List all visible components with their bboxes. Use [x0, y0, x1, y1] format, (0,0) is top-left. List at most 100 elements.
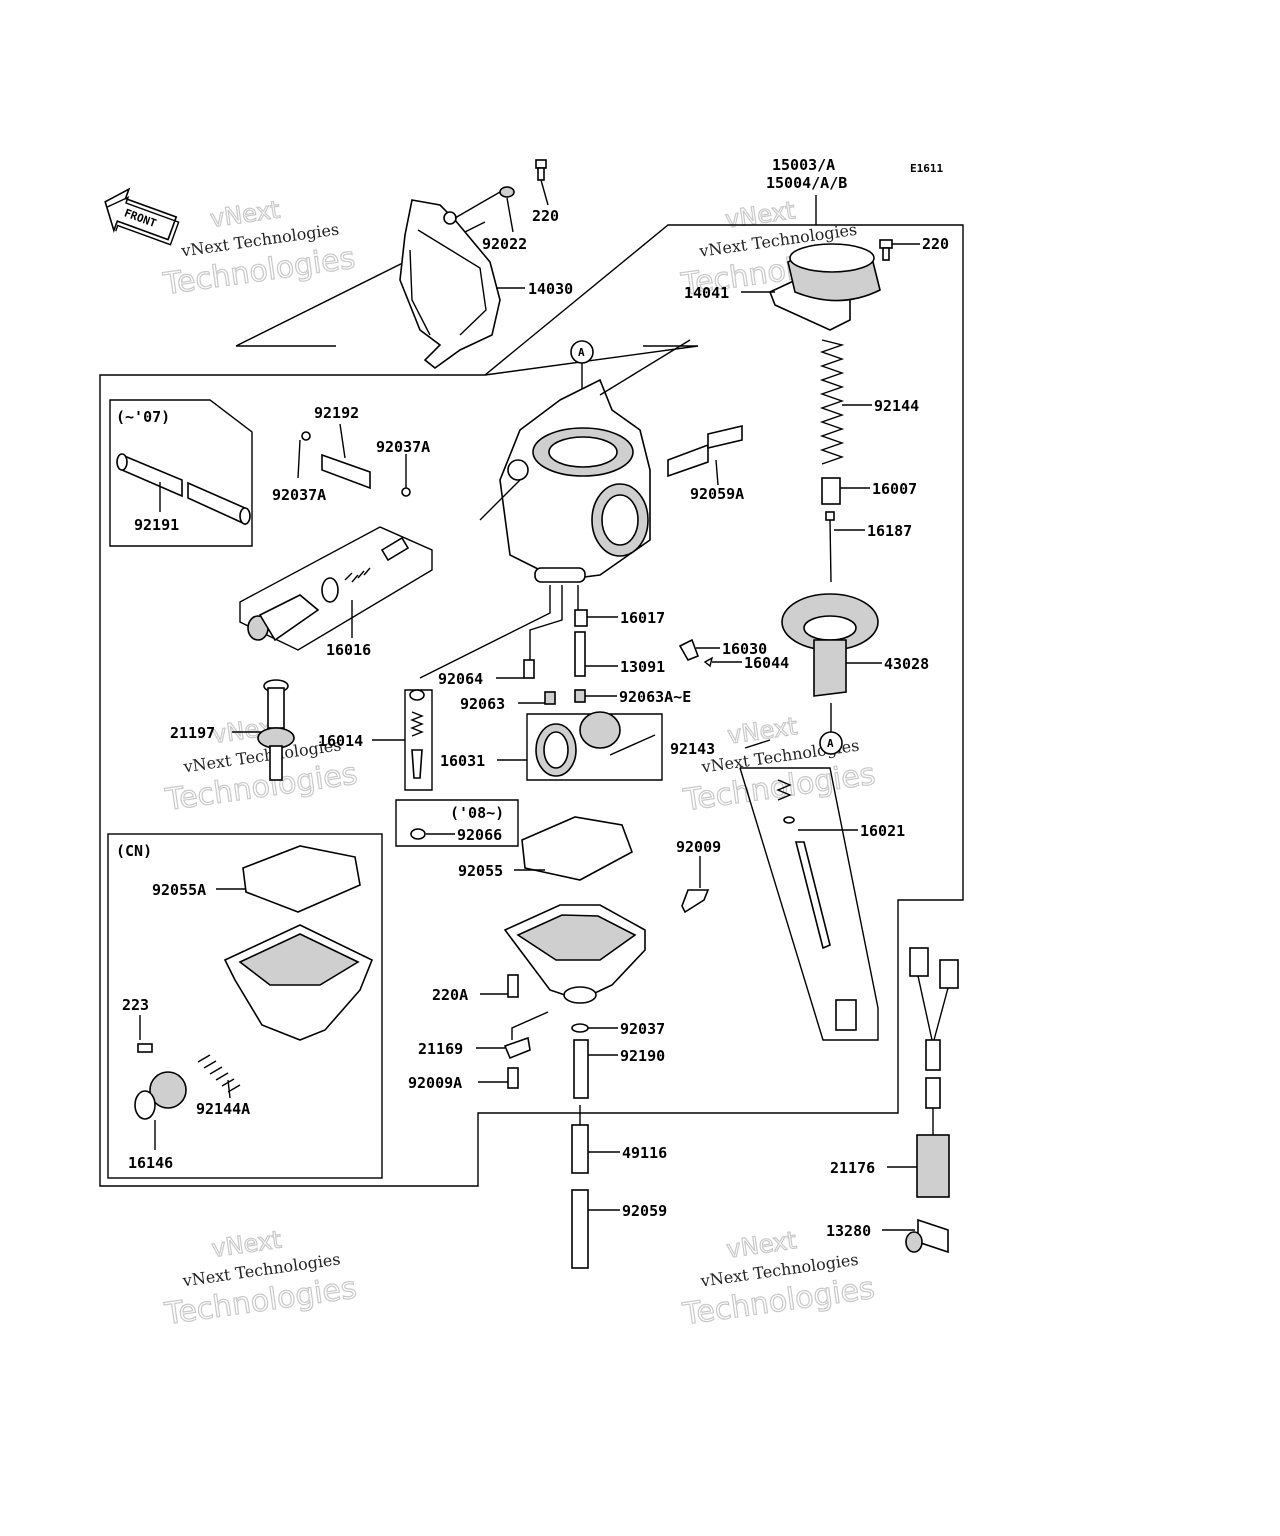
front-arrow-icon: FRONT: [104, 187, 180, 246]
clip-92037a-right: [401, 487, 411, 497]
watermark-mid-right: vNext vNext Technologies Technologies: [680, 712, 878, 819]
leader-92063: [529, 585, 563, 660]
clip-16044: [703, 656, 714, 668]
leader: [511, 1011, 549, 1040]
label-92009a: 92009A: [408, 1074, 462, 1092]
group-16031: [526, 711, 663, 781]
label-92055: 92055: [458, 862, 503, 880]
cap-14041: [768, 243, 881, 331]
box-early-years: (~'07): [109, 399, 253, 547]
bolt-220-top: [535, 159, 547, 181]
assembly-label-15004: 15004/A/B: [766, 174, 847, 192]
watermark-top-left: vNext vNext Technologies Technologies: [160, 195, 358, 303]
watermark-line1: vNext: [726, 712, 799, 749]
label-92192: 92192: [314, 404, 359, 422]
holder-16007: [821, 477, 841, 505]
tube-92059: [571, 1189, 589, 1269]
float-valve-16030: [678, 638, 700, 662]
plunger-16146: [149, 1071, 187, 1109]
float-bowl: [503, 904, 646, 1004]
screw-92009a: [507, 1067, 519, 1089]
needle-jet-13091: [574, 631, 586, 677]
label-14030: 14030: [528, 280, 573, 298]
label-16014: 16014: [318, 732, 363, 750]
label-92022: 92022: [482, 235, 527, 253]
diaphragm-43028: [781, 593, 879, 697]
screw-220a: [507, 974, 519, 998]
label-16031: 16031: [440, 752, 485, 770]
assembly-outline: [99, 224, 964, 1187]
clip-92037a-left: [301, 431, 311, 441]
label-16030: 16030: [722, 640, 767, 658]
label-92037: 92037: [620, 1020, 665, 1038]
marker-a-lower: [819, 731, 843, 755]
label-16017: 16017: [620, 609, 665, 627]
watermark-line1: vNext: [723, 196, 796, 233]
label-16021: 16021: [860, 822, 905, 840]
spring-92144a: [197, 1054, 241, 1093]
gasket-92055a: [242, 845, 361, 913]
label-92063: 92063: [460, 695, 505, 713]
group-16016: [239, 526, 433, 651]
bracket-21169: [503, 1036, 531, 1060]
washer-92022: [499, 186, 515, 198]
leader: [540, 179, 549, 206]
group-16021: [739, 767, 879, 1041]
box-cn: (CN): [107, 833, 383, 1179]
carburetor-body: [479, 339, 691, 583]
label-223: 223: [122, 996, 149, 1014]
leader: [506, 197, 514, 233]
tube-92059a-upper: [707, 424, 743, 450]
leader: [339, 423, 346, 459]
watermark-line1: vNext: [725, 1226, 798, 1263]
leader: [454, 191, 501, 219]
watermark-line1: vNext: [210, 1226, 283, 1263]
clip-92037: [571, 1023, 589, 1033]
label-220-top: 220: [532, 207, 559, 225]
label-21176: 21176: [830, 1159, 875, 1177]
screw-92064: [523, 659, 535, 679]
label-16187: 16187: [867, 522, 912, 540]
box-cn-label: (CN): [116, 842, 152, 860]
bolt-220-right: [879, 239, 893, 261]
assembly-label-15003: 15003/A: [772, 156, 835, 174]
label-92009: 92009: [676, 838, 721, 856]
label-43028: 43028: [884, 655, 929, 673]
screw-223: [137, 1043, 153, 1053]
label-92191: 92191: [134, 516, 179, 534]
tube-92059a: [667, 443, 709, 478]
label-92144a: 92144A: [196, 1100, 250, 1118]
tube-92190: [573, 1039, 589, 1099]
label-21197: 21197: [170, 724, 215, 742]
label-92063a-e: 92063A~E: [619, 688, 691, 706]
oring-92063: [544, 691, 556, 705]
needle-16187: [825, 511, 835, 583]
label-49116: 49116: [622, 1144, 667, 1162]
label-220a: 220A: [432, 986, 468, 1004]
leader: [227, 1079, 231, 1099]
label-92059: 92059: [622, 1202, 667, 1220]
part-92143: [744, 739, 771, 749]
label-92066: 92066: [457, 826, 502, 844]
part-21197: [257, 679, 295, 781]
label-92064: 92064: [438, 670, 483, 688]
label-92037a-left: 92037A: [272, 486, 326, 504]
watermark-bottom-left: vNext vNext Technologies Technologies: [161, 1225, 359, 1333]
leader: [297, 439, 301, 479]
label-13280: 13280: [826, 1222, 871, 1240]
box-late-years-label: ('08~): [450, 804, 504, 822]
label-14041: 14041: [684, 284, 729, 302]
marker-a-lower-label: A: [827, 737, 834, 750]
marker-a-upper-label: A: [578, 346, 585, 359]
screw-92009: [681, 889, 710, 914]
label-16016: 16016: [326, 641, 371, 659]
box-late-years: ('08~): [395, 799, 519, 847]
watermark-mid-left: vNext vNext Technologies Technologies: [162, 711, 360, 819]
oring-92063a: [574, 689, 586, 703]
part-49116: [571, 1124, 589, 1174]
label-220-right: 220: [922, 235, 949, 253]
spring-92144: [819, 339, 845, 465]
gasket-92055: [521, 816, 633, 881]
leader-92064-body: [419, 585, 551, 679]
